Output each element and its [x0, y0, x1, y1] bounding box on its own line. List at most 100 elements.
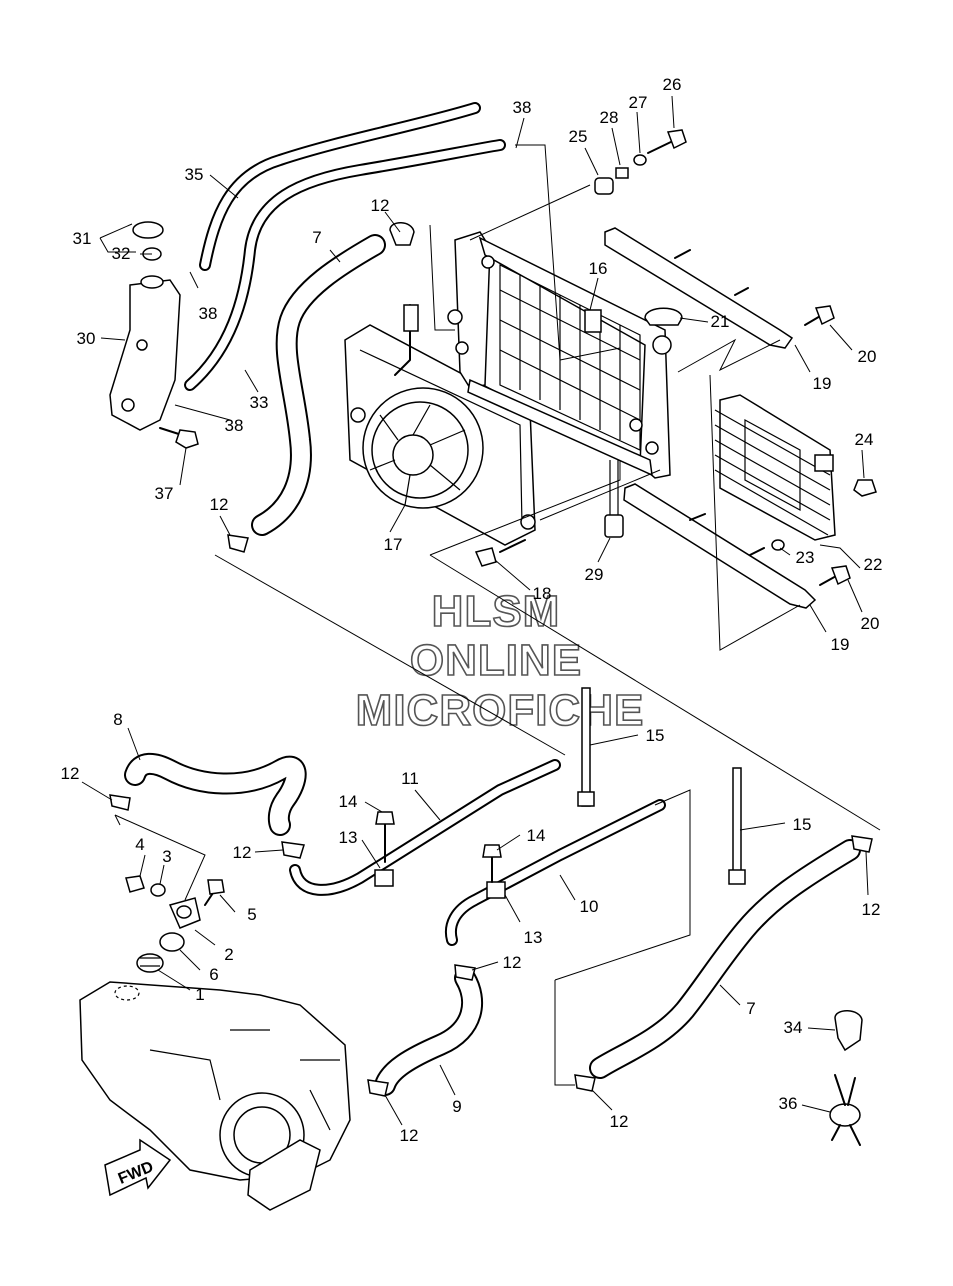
pipe-11 — [289, 759, 561, 896]
callout-12-pipe10: 12 — [503, 953, 522, 972]
forward-arrow: FWD — [104, 1138, 172, 1197]
clamp-12-c — [281, 841, 305, 859]
callout-35: 35 — [185, 165, 204, 184]
bolt-20-upper — [804, 305, 835, 326]
callout-37: 37 — [155, 484, 174, 503]
callout-20-lower: 20 — [861, 614, 880, 633]
callout-12-left: 12 — [210, 495, 229, 514]
callout-25: 25 — [569, 127, 588, 146]
callout-21: 21 — [711, 312, 730, 331]
bolt-5 — [204, 879, 225, 906]
callout-4: 4 — [135, 835, 144, 854]
o-ring-6 — [159, 932, 185, 952]
bolt-14-a — [375, 811, 395, 863]
bolt-20-lower — [819, 565, 851, 586]
washer-27 — [633, 154, 647, 166]
thermostat-cover-2 — [168, 897, 201, 929]
callout-29: 29 — [585, 565, 604, 584]
radiator-hose-7-upper — [251, 234, 386, 536]
callout-32: 32 — [112, 244, 131, 263]
clamp-12-g — [851, 835, 873, 853]
oil-cooler-22 — [714, 394, 836, 541]
callout-38-top: 38 — [513, 98, 532, 117]
callout-14-a: 14 — [339, 792, 358, 811]
nut-24 — [853, 479, 877, 497]
callout-numbers: 1 2 3 4 5 6 7 7 8 9 10 11 12 12 12 12 12… — [61, 75, 883, 1145]
callout-33: 33 — [250, 393, 269, 412]
callout-22: 22 — [864, 555, 883, 574]
collar-28 — [615, 167, 629, 179]
clamp-12-d — [454, 964, 476, 981]
clamp-12-a — [227, 534, 249, 553]
hose-9 — [374, 967, 483, 1096]
callout-15-b: 15 — [793, 815, 812, 834]
damper-29 — [604, 460, 624, 538]
bolt-26 — [647, 129, 687, 154]
breather-hose-33 — [184, 139, 506, 391]
callout-3: 3 — [162, 847, 171, 866]
callout-12-pipe11: 12 — [233, 843, 252, 862]
bolt-4 — [125, 875, 145, 893]
callout-16: 16 — [589, 259, 608, 278]
callout-36: 36 — [779, 1094, 798, 1113]
callout-12-top: 12 — [371, 196, 390, 215]
callout-13-a: 13 — [339, 828, 358, 847]
bolt-37 — [159, 427, 199, 449]
callout-8: 8 — [113, 710, 122, 729]
bolt-14-b — [482, 844, 502, 883]
clamp-12-top — [389, 222, 415, 246]
clip-34 — [834, 1010, 863, 1052]
callout-18: 18 — [533, 584, 552, 603]
callout-12-hose9: 12 — [400, 1126, 419, 1145]
clamp-12-b — [109, 794, 131, 811]
watermark: HLSM ONLINE MICROFICHE — [355, 586, 645, 736]
radiator-16 — [447, 231, 683, 479]
grommet-25 — [594, 177, 614, 195]
callout-27: 27 — [629, 93, 648, 112]
callout-17: 17 — [384, 535, 403, 554]
breather-hose-35 — [199, 102, 481, 271]
clamp-13-b — [486, 881, 506, 899]
callout-1: 1 — [195, 985, 204, 1004]
callout-10: 10 — [580, 897, 599, 916]
assembly-lines — [114, 144, 881, 1086]
callout-11: 11 — [401, 769, 419, 788]
callout-34: 34 — [784, 1018, 803, 1037]
callout-2: 2 — [224, 945, 233, 964]
radiator-hose-7-lower — [589, 839, 861, 1079]
pipe-10 — [445, 799, 666, 946]
coolant-reservoir — [99, 221, 181, 431]
callout-19-lower: 19 — [831, 635, 850, 654]
callout-9: 9 — [452, 1097, 461, 1116]
callout-24: 24 — [855, 430, 874, 449]
callout-5: 5 — [247, 905, 256, 924]
washer-23 — [771, 539, 785, 551]
callout-13-b: 13 — [524, 928, 543, 947]
washer-3 — [150, 883, 166, 897]
callout-38-mid: 38 — [199, 304, 218, 323]
bolt-18 — [474, 539, 526, 567]
watermark-line3: MICROFICHE — [356, 686, 645, 735]
callout-23: 23 — [796, 548, 815, 567]
leader-lines — [81, 95, 869, 1126]
bracket-19-lower — [623, 483, 817, 609]
clamp-13-a — [374, 869, 394, 887]
plug-1 — [136, 953, 164, 973]
callout-12-right: 12 — [862, 900, 881, 919]
cable-tie-15-left — [577, 687, 595, 807]
callout-6: 6 — [209, 965, 218, 984]
callout-20-upper: 20 — [858, 347, 877, 366]
callout-15-a: 15 — [646, 726, 665, 745]
callout-30: 30 — [77, 329, 96, 348]
callout-12-hose8: 12 — [61, 764, 80, 783]
callout-28: 28 — [600, 108, 619, 127]
callout-19-upper: 19 — [813, 374, 832, 393]
cooling-fan-17 — [344, 304, 536, 546]
bracket-19-upper — [604, 227, 794, 349]
clamp-12-e — [367, 1079, 389, 1097]
callout-12-hose7: 12 — [610, 1112, 629, 1131]
watermark-line2: ONLINE — [410, 636, 582, 685]
clamp-12-f — [574, 1074, 596, 1092]
clip-36 — [829, 1074, 861, 1146]
